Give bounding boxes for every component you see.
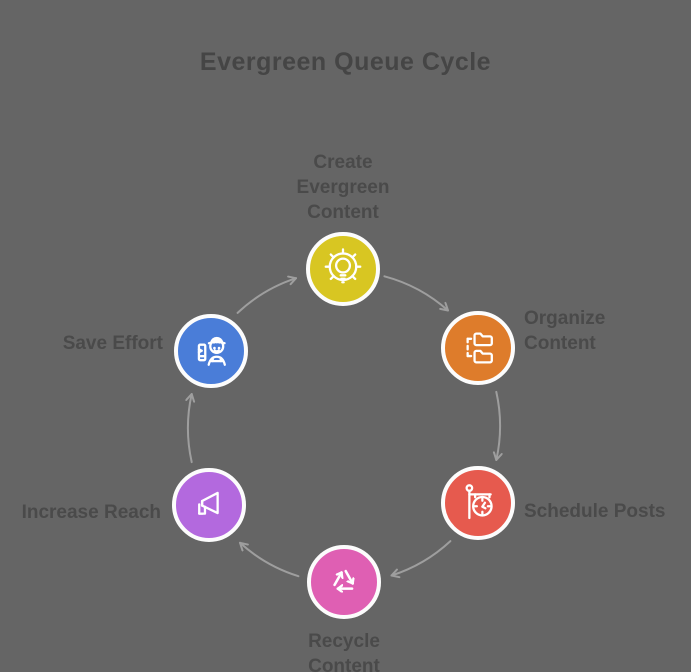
arrow-schedule-to-recycle — [390, 540, 452, 579]
label-organize-content: Organize Content — [524, 308, 606, 354]
node-organize-content — [441, 311, 515, 385]
label-save-effort: Save Effort — [62, 333, 163, 354]
node-save-effort — [174, 314, 248, 388]
recycle-icon — [333, 569, 367, 605]
label-schedule-posts: Schedule Posts — [524, 501, 666, 522]
hanging-clock-icon — [465, 484, 493, 520]
node-create-evergreen-content — [306, 232, 380, 306]
node-schedule-posts — [441, 466, 515, 540]
arrow-save-to-create — [236, 275, 297, 314]
person-saw-icon — [197, 336, 226, 366]
label-recycle-content: Recycle Content — [308, 631, 380, 672]
gear-lightbulb-icon — [324, 248, 362, 284]
label-create-evergreen-content: Create Evergreen Content — [296, 152, 390, 223]
node-increase-reach — [172, 468, 246, 542]
arrow-create-to-organize — [383, 275, 449, 312]
megaphone-icon — [198, 491, 219, 515]
page-title: Evergreen Queue Cycle — [199, 48, 492, 76]
label-increase-reach: Increase Reach — [21, 502, 161, 523]
arrow-increase-to-save — [185, 393, 196, 464]
node-recycle-content — [307, 545, 381, 619]
arrow-organize-to-schedule — [492, 390, 503, 461]
arrow-recycle-to-increase — [239, 541, 300, 578]
folder-tree-icon — [466, 332, 493, 364]
